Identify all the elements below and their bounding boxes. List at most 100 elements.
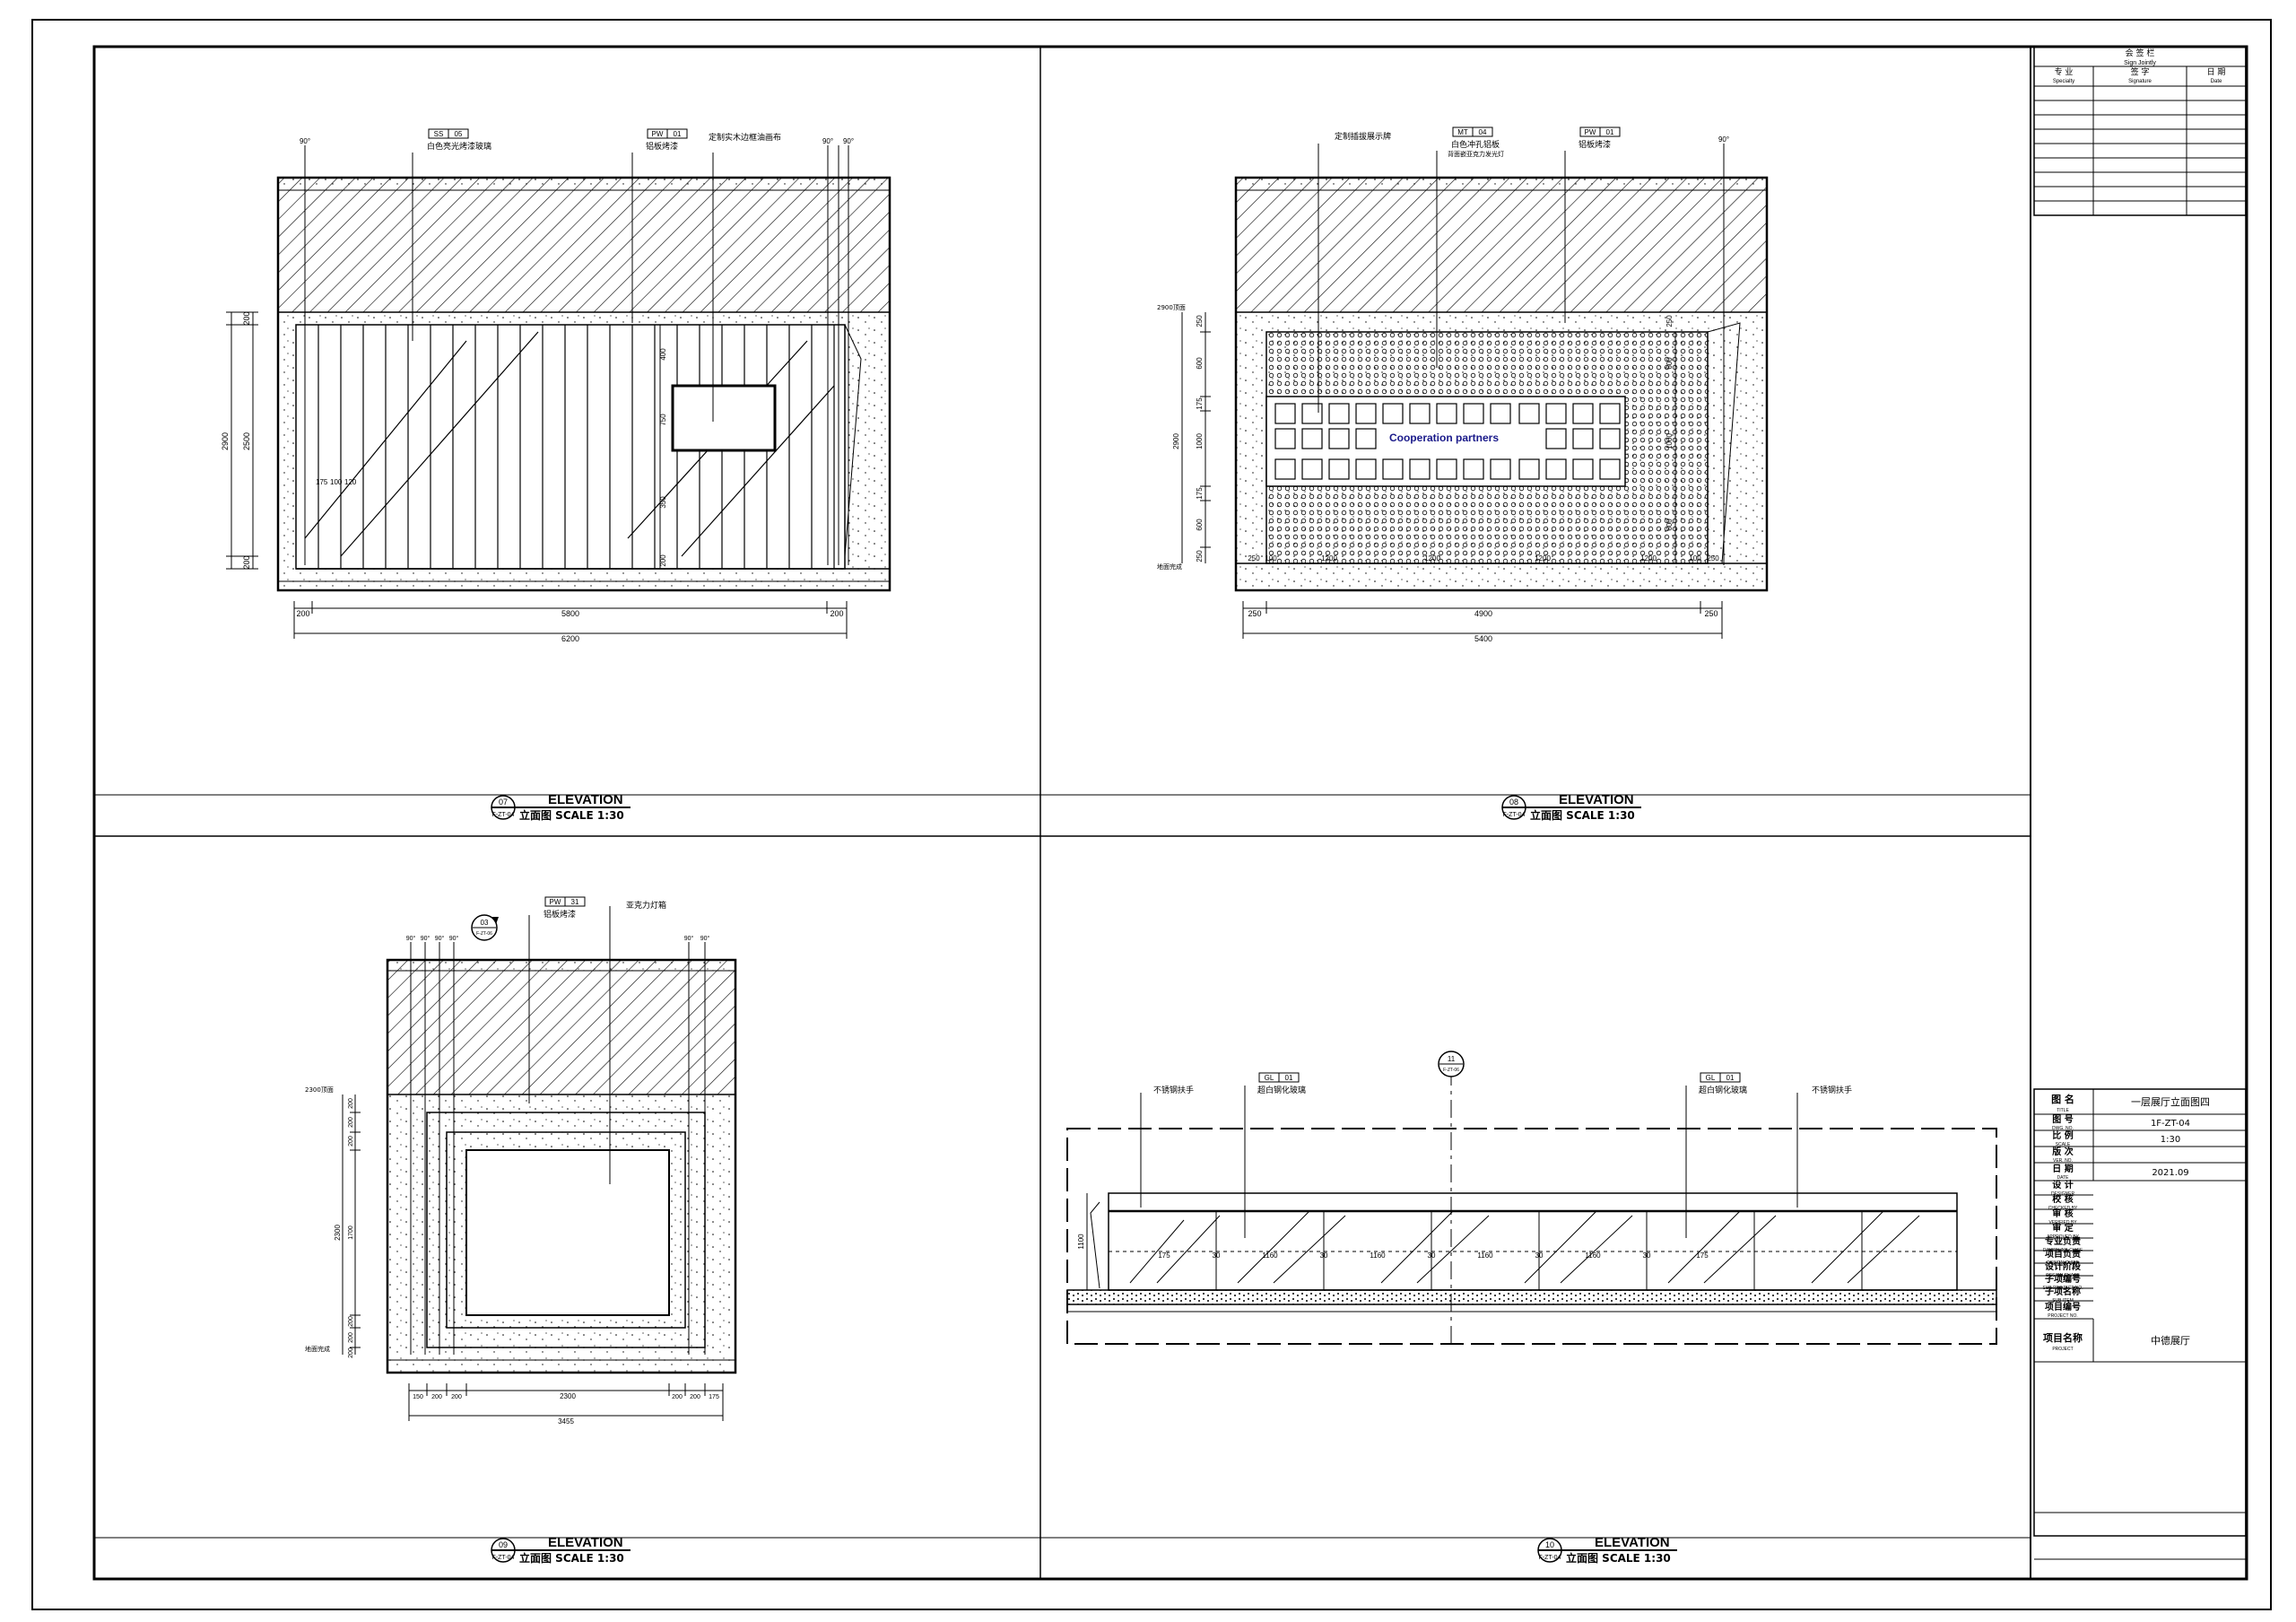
angle-09-3: 90° (449, 935, 459, 942)
tb-label-en-2: SCALE (2056, 1142, 2071, 1147)
sign-block-title: 会 签 栏 (2126, 48, 2155, 58)
dim-09-h1: 200 (431, 1394, 442, 1400)
dim-07-h2: 200 (830, 609, 843, 618)
tb-label-en-1: DWG. NO. (2052, 1126, 2074, 1131)
view-subtitle: 立面图 SCALE 1:30 (1566, 1551, 1671, 1565)
tag-label: 铝板烤漆 (646, 141, 678, 152)
angle-07-1: 90° (822, 137, 833, 145)
tb-label-13: 子项名称 (2045, 1286, 2081, 1297)
dim-10-h5: 30 (1428, 1251, 1436, 1260)
dim-07-s0: 175 (316, 478, 328, 486)
outer-frame (31, 19, 2272, 1610)
logo-card (1490, 403, 1511, 424)
logo-card (1409, 403, 1431, 424)
tag-code: PW (652, 130, 664, 138)
tag-code: GL (1706, 1074, 1716, 1082)
logo-card (1545, 428, 1567, 449)
tag-code: PW (550, 898, 561, 906)
tb-label-en-15: PROJECT (2052, 1347, 2073, 1352)
logo-card (1301, 403, 1323, 424)
sign-col-signature: 签 字 (2131, 66, 2150, 77)
tb-label-1: 图 号 (2052, 1114, 2073, 1125)
view-sheet: F-ZT-04 (1503, 812, 1526, 818)
dim-08-v3: 1000 (1196, 433, 1204, 449)
logo-card (1436, 458, 1457, 480)
glass-railing (1108, 1192, 1958, 1291)
tb-label-7: 审 核 (2052, 1208, 2073, 1219)
section-mark-09: 03 F-ZT-06 (471, 914, 499, 941)
tag-num: 05 (455, 130, 463, 138)
dim-08-v2: 175 (1196, 397, 1204, 410)
tb-label-en-14: PROJECT NO. (2048, 1313, 2078, 1319)
section-mark-09-sheet: F-ZT-06 (476, 931, 492, 937)
dim-09-h6: 175 (709, 1394, 719, 1400)
dim-07-v3: 2900 (221, 432, 230, 450)
ceiling-hatch (277, 177, 891, 313)
dim-08-b0: 250 (1248, 554, 1260, 562)
logo-card (1328, 403, 1350, 424)
logo-card (1518, 403, 1540, 424)
sign-col-date-en: Date (2211, 79, 2222, 84)
dim-10-h9: 30 (1643, 1251, 1651, 1260)
dim-07-s2: 120 (344, 478, 357, 486)
tag-num: 01 (674, 130, 682, 138)
floor (1066, 1289, 1997, 1305)
dim-07-i3: 200 (659, 554, 667, 567)
dim-10-h7: 30 (1535, 1251, 1544, 1260)
note-10-1: 不锈钢扶手 (1812, 1085, 1852, 1095)
logo-card (1274, 403, 1296, 424)
tb-label-en-8: APPROVED BY (2047, 1234, 2080, 1240)
sign-col-signature-en: Signature (2128, 79, 2152, 84)
logo-card (1301, 428, 1323, 449)
dim-09-v0: 200 (348, 1098, 354, 1109)
dim-09-v2: 200 (348, 1136, 354, 1147)
logo-card (1274, 458, 1296, 480)
logo-card (1355, 403, 1377, 424)
dim-07-h1: 5800 (561, 609, 579, 618)
tag-label: 白色冲孔铝板 (1451, 139, 1500, 150)
tag-code: PW (1585, 128, 1596, 136)
dim-08-r3: 600 (1665, 519, 1674, 531)
dim-08-b4: 1200 (1535, 554, 1551, 562)
dim-09-h5: 200 (690, 1394, 700, 1400)
railing-outline (1066, 1128, 1997, 1345)
dim-08-r1: 600 (1665, 357, 1674, 370)
tb-label-12: 子项编号 (2045, 1273, 2081, 1285)
level-09-0: 2300顶面 (305, 1086, 334, 1094)
view-title: ELEVATION (548, 792, 623, 807)
logo-card (1463, 458, 1484, 480)
tb-value-15: 中德展厅 (2151, 1334, 2190, 1347)
dim-08-b2: 1200 (1321, 554, 1337, 562)
tb-value-4: 2021.09 (2152, 1168, 2188, 1178)
dim-08-b5: 1200 (1640, 554, 1657, 562)
dim-09-v7: 2300 (334, 1225, 342, 1241)
dim-09-v1: 200 (348, 1117, 354, 1128)
dim-10-h8: 1160 (1585, 1251, 1601, 1260)
tag-num: 31 (571, 898, 579, 906)
tag-num: 01 (1606, 128, 1614, 136)
sign-col-date: 日 期 (2207, 67, 2226, 77)
dim-08-v0: 250 (1196, 315, 1204, 327)
dim-07-h3: 6200 (561, 634, 579, 643)
view-number: 07 (499, 798, 508, 807)
tb-label-en-5: DESIGNER (2051, 1191, 2075, 1197)
tag-label: 超白钢化玻璃 (1257, 1085, 1306, 1095)
sign-block: 会 签 栏 Sign Jointly 专 业 Specialty 签 字 Sig… (2033, 46, 2247, 216)
dim-10-h1: 30 (1213, 1251, 1221, 1260)
section-mark-10-sheet: F-ZT-06 (1443, 1068, 1459, 1073)
dim-08-r2: 1000 (1665, 433, 1674, 449)
logo-card (1599, 428, 1621, 449)
tb-label-15: 项目名称 (2043, 1331, 2083, 1344)
view-sheet: F-ZT-04 (492, 812, 515, 818)
tb-label-0: 图 名 (2051, 1093, 2074, 1105)
dim-07-i0: 400 (659, 348, 667, 361)
section-mark-09-num: 03 (481, 919, 489, 927)
logo-card (1572, 428, 1594, 449)
